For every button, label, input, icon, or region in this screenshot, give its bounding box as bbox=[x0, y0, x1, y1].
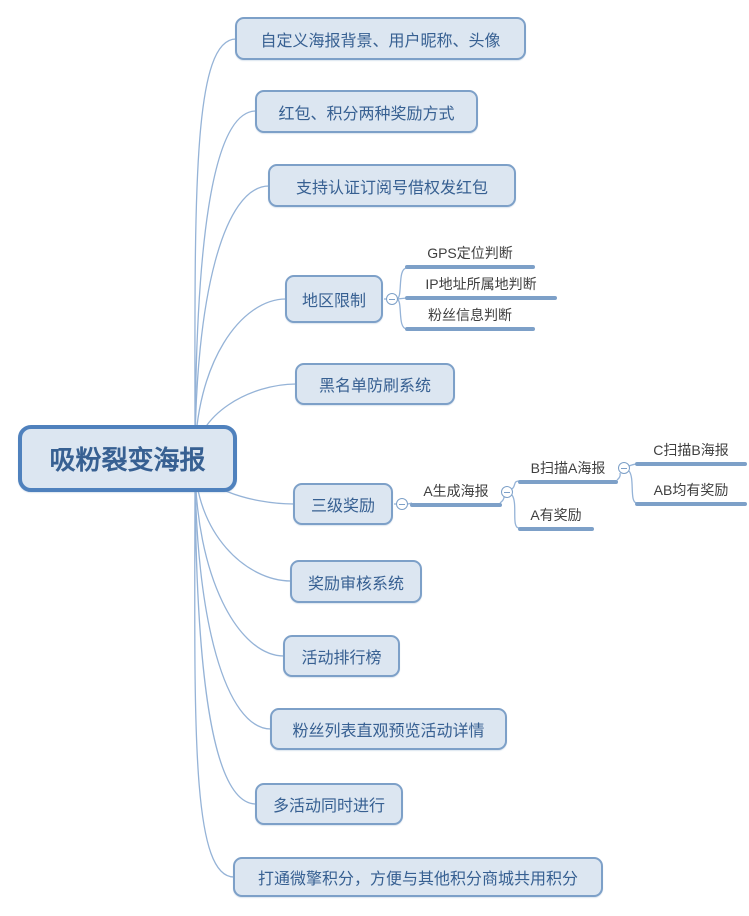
minus-icon bbox=[504, 491, 510, 493]
node-blacklist-system[interactable]: 黑名单防刷系统 bbox=[295, 363, 455, 405]
node-a-reward[interactable]: A有奖励 bbox=[518, 507, 594, 531]
node-label: 自定义海报背景、用户昵称、头像 bbox=[260, 32, 501, 50]
branch-bar bbox=[410, 503, 502, 507]
node-label: 三级奖励 bbox=[310, 498, 375, 515]
branch-bar bbox=[405, 327, 535, 331]
node-label: 红包、积分两种奖励方式 bbox=[278, 105, 455, 123]
node-label: 黑名单防刷系统 bbox=[318, 378, 431, 395]
node-activity-ranking[interactable]: 活动排行榜 bbox=[283, 635, 400, 677]
minus-icon bbox=[399, 503, 405, 505]
node-ab-both-reward[interactable]: AB均有奖励 bbox=[635, 482, 747, 506]
collapse-icon-a-generate-poster[interactable] bbox=[501, 486, 513, 498]
node-label: 多活动同时进行 bbox=[272, 798, 385, 815]
node-label: 打通微擎积分，方便与其他积分商城共用积分 bbox=[257, 871, 578, 888]
node-weiqin-points[interactable]: 打通微擎积分，方便与其他积分商城共用积分 bbox=[233, 857, 603, 897]
node-three-level-reward[interactable]: 三级奖励 bbox=[293, 483, 393, 525]
node-label: 粉丝列表直观预览活动详情 bbox=[292, 723, 485, 740]
node-label: 奖励审核系统 bbox=[307, 575, 404, 593]
branch-bar bbox=[635, 502, 747, 506]
collapse-icon-region-limit[interactable] bbox=[386, 293, 398, 305]
branch-bar bbox=[405, 265, 535, 269]
branch-bar bbox=[518, 527, 594, 531]
node-fans-info-check[interactable]: 粉丝信息判断 bbox=[405, 307, 535, 331]
node-a-generate-poster[interactable]: A生成海报 bbox=[410, 483, 502, 507]
node-label: 支持认证订阅号借权发红包 bbox=[295, 179, 488, 197]
node-label: A有奖励 bbox=[530, 507, 582, 523]
minus-icon bbox=[621, 467, 627, 469]
branch-bar bbox=[635, 462, 747, 466]
node-gps-check[interactable]: GPS定位判断 bbox=[405, 245, 535, 269]
node-custom-poster[interactable]: 自定义海报背景、用户昵称、头像 bbox=[235, 17, 526, 60]
node-fans-list-preview[interactable]: 粉丝列表直观预览活动详情 bbox=[270, 708, 507, 750]
node-label: 地区限制 bbox=[301, 293, 366, 310]
node-label: IP地址所属地判断 bbox=[425, 276, 537, 292]
node-region-limit[interactable]: 地区限制 bbox=[285, 275, 383, 323]
node-c-scan-b[interactable]: C扫描B海报 bbox=[635, 442, 747, 466]
node-label: 活动排行榜 bbox=[301, 650, 382, 667]
node-reward-review[interactable]: 奖励审核系统 bbox=[290, 560, 422, 603]
node-label: C扫描B海报 bbox=[653, 442, 729, 458]
minus-icon bbox=[389, 298, 395, 300]
node-ip-check[interactable]: IP地址所属地判断 bbox=[405, 276, 557, 300]
node-label: GPS定位判断 bbox=[427, 245, 513, 261]
collapse-icon-three-level-reward[interactable] bbox=[396, 498, 408, 510]
root-node-label: 吸粉裂变海报 bbox=[49, 445, 206, 475]
node-label: B扫描A海报 bbox=[530, 460, 606, 476]
node-label: A生成海报 bbox=[423, 483, 489, 499]
node-label: 粉丝信息判断 bbox=[428, 307, 512, 323]
node-multi-activity[interactable]: 多活动同时进行 bbox=[255, 783, 403, 825]
node-reward-types[interactable]: 红包、积分两种奖励方式 bbox=[255, 90, 478, 133]
collapse-icon-b-scan-a[interactable] bbox=[618, 462, 630, 474]
branch-bar bbox=[405, 296, 557, 300]
root-node[interactable]: 吸粉裂变海报 bbox=[18, 425, 237, 492]
node-b-scan-a[interactable]: B扫描A海报 bbox=[518, 460, 618, 484]
node-label: AB均有奖励 bbox=[653, 482, 729, 498]
node-subscription-redpacket[interactable]: 支持认证订阅号借权发红包 bbox=[268, 164, 516, 207]
branch-bar bbox=[518, 480, 618, 484]
